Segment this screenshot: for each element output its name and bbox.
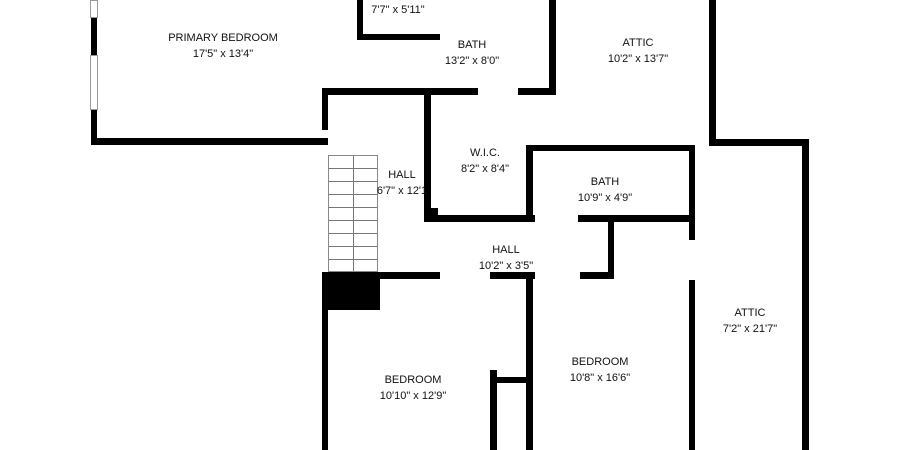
wall [322,88,328,130]
wall [91,138,328,145]
window [90,55,98,110]
wall [689,222,695,240]
room-wic: W.I.C.8'2" x 8'4" [460,147,510,175]
wall [357,0,363,40]
wall [578,215,695,222]
wall [802,139,809,450]
wall [549,0,556,95]
wall [518,88,556,95]
room-closet: 7'7" x 5'11" [371,2,424,18]
wall [580,272,614,279]
wall [322,88,478,95]
wall [526,279,533,450]
closet-size: 7'7" x 5'11" [371,4,425,16]
wall [526,145,695,151]
staircase [328,155,378,272]
wall [689,280,695,450]
window [90,0,98,18]
wall [322,277,380,310]
wall [526,145,533,222]
wall [322,279,328,450]
wall [709,0,716,146]
wall [709,139,809,146]
wall [490,370,497,450]
wall [322,272,440,279]
wall [424,95,431,222]
wall [424,215,535,222]
wall [357,34,440,40]
wall [608,222,614,279]
wall [490,272,535,279]
wall [490,377,533,383]
wall [689,145,695,222]
